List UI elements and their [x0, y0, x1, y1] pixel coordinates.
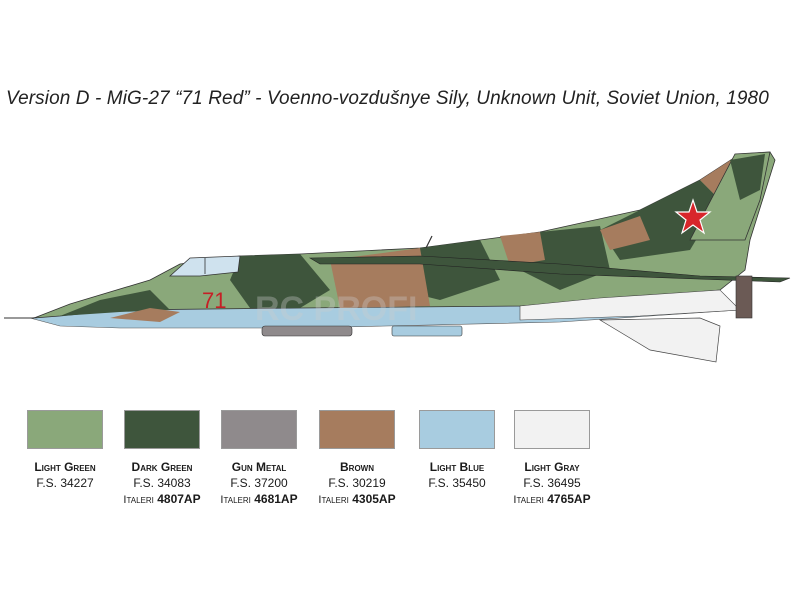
paint-brand: Italeri — [123, 494, 154, 506]
color-name: Light Blue — [429, 460, 485, 474]
gun-pod — [261, 325, 353, 337]
camo-brown — [500, 232, 545, 266]
color-name: Light Green — [34, 460, 96, 474]
paint-code: Italeri 4807AP — [102, 491, 222, 508]
fs-code: F.S. 35450 — [428, 476, 486, 490]
paint-code: Italeri 4765AP — [492, 491, 612, 508]
nose-number: 71 — [202, 288, 226, 313]
wing — [308, 255, 791, 283]
color-name: Dark Green — [131, 460, 193, 474]
color-swatch — [27, 410, 103, 449]
page-title: Version D - MiG-27 “71 Red” - Voenno-voz… — [6, 88, 769, 109]
fs-code: F.S. 34227 — [36, 476, 94, 490]
camo-brown — [110, 308, 180, 322]
paint-number: 4765AP — [547, 492, 591, 506]
camo-dark-green — [230, 254, 330, 308]
paint-number: 4305AP — [352, 492, 396, 506]
mig27-profile-illustration: 71 RC PROFI — [4, 151, 791, 363]
red-star-insignia — [674, 198, 712, 235]
exhaust-nozzle — [735, 275, 753, 319]
fs-code: F.S. 30219 — [328, 476, 386, 490]
horizontal-stabilizer — [598, 317, 721, 363]
paint-number: 4807AP — [157, 492, 201, 506]
antenna — [425, 235, 433, 249]
color-swatch — [124, 410, 200, 449]
paint-code: Italeri 4305AP — [297, 491, 417, 508]
fs-code: F.S. 34083 — [133, 476, 191, 490]
color-swatch — [319, 410, 395, 449]
camo-brown — [600, 216, 650, 250]
color-swatch — [514, 410, 590, 449]
paint-code: Italeri 4681AP — [199, 491, 319, 508]
color-name: Gun Metal — [231, 460, 287, 474]
paint-brand: Italeri — [220, 494, 251, 506]
color-swatch — [221, 410, 297, 449]
paint-brand: Italeri — [318, 494, 349, 506]
fs-code: F.S. 36495 — [523, 476, 581, 490]
fs-code: F.S. 37200 — [230, 476, 288, 490]
color-name: Brown — [340, 460, 374, 474]
camo-dark-green — [730, 154, 765, 200]
paint-brand: Italeri — [513, 494, 544, 506]
ventral-pylon — [391, 325, 463, 337]
paint-number: 4681AP — [254, 492, 298, 506]
color-name: Light Gray — [524, 460, 580, 474]
camo-dark-green — [60, 290, 170, 316]
color-swatch — [419, 410, 495, 449]
watermark: RC PROFI — [255, 290, 417, 328]
